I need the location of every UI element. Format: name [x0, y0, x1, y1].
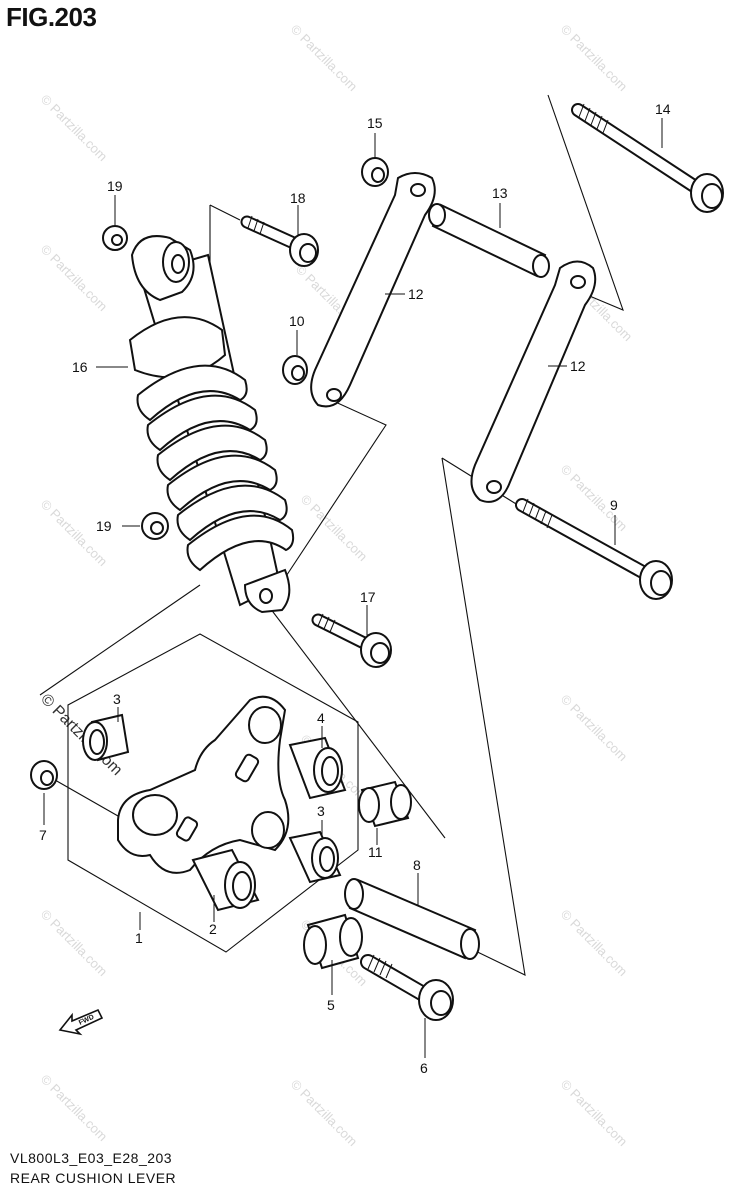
watermark: © Partzilla.com	[558, 907, 631, 980]
figure-title: FIG.203	[6, 2, 97, 32]
callout-19-top: 19	[107, 178, 123, 194]
callout-12-lower: 12	[570, 358, 586, 374]
bolt-6[interactable]	[360, 954, 454, 1021]
bolt-9[interactable]	[515, 498, 673, 600]
callout-14: 14	[655, 101, 671, 117]
bearing-2[interactable]	[191, 848, 260, 912]
watermark: © Partzilla.com	[38, 242, 111, 315]
callout-9: 9	[610, 497, 618, 513]
watermark: © Partzilla.com	[298, 492, 371, 565]
callout-3-left: 3	[113, 691, 121, 707]
bearing-3-left[interactable]	[82, 713, 130, 762]
callouts: 14 15 13 18 19 12 12 10 16 9 19 17 3 4 3…	[39, 101, 671, 1076]
callout-16: 16	[72, 359, 88, 375]
nut-7[interactable]	[30, 760, 58, 790]
bearing-3-right[interactable]	[288, 830, 342, 884]
nut-10[interactable]	[282, 355, 308, 385]
watermark: © Partzilla.com	[558, 692, 631, 765]
callout-11: 11	[368, 844, 383, 860]
nut-15[interactable]	[361, 157, 389, 187]
callout-12-upper: 12	[408, 286, 424, 302]
callout-8: 8	[413, 857, 421, 873]
watermarks: © Partzilla.com © Partzilla.com © Partzi…	[37, 22, 635, 1150]
watermark: © Partzilla.com	[38, 907, 111, 980]
link-12-lower[interactable]	[470, 260, 597, 503]
callout-1: 1	[135, 930, 143, 946]
spacer-13[interactable]	[428, 203, 550, 278]
callout-17: 18	[290, 190, 306, 206]
callout-3-right: 3	[317, 803, 325, 819]
callout-5: 5	[327, 997, 335, 1013]
cushion-lever-1[interactable]	[117, 695, 290, 874]
watermark: © Partzilla.com	[38, 92, 111, 165]
watermark: © Partzilla.com	[38, 1072, 111, 1145]
figure-code: VL800L3_E03_E28_203	[10, 1150, 173, 1166]
nut-19-top[interactable]	[102, 225, 128, 251]
fwd-arrow-icon: FWD	[58, 1008, 104, 1036]
callout-leaders	[43, 118, 663, 1058]
watermark: © Partzilla.com	[288, 22, 361, 95]
callout-2: 2	[209, 921, 217, 937]
nut-19-middle[interactable]	[141, 512, 169, 540]
watermark: © Partzilla.com	[558, 1077, 631, 1150]
watermark: © Partzilla.com	[288, 1077, 361, 1150]
bolt-18[interactable]	[311, 613, 392, 668]
callout-7: 7	[39, 827, 47, 843]
callout-18: 17	[360, 589, 376, 605]
spacer-11[interactable]	[358, 780, 412, 828]
callout-10: 10	[289, 313, 305, 329]
callout-19-middle: 19	[96, 518, 112, 534]
shock-absorber-16[interactable]	[128, 235, 295, 614]
callout-6: 6	[420, 1060, 428, 1076]
bearing-4[interactable]	[288, 736, 347, 800]
figure-name: REAR CUSHION LEVER	[10, 1170, 177, 1186]
bolt-17[interactable]	[240, 215, 319, 267]
link-12-upper[interactable]	[310, 172, 436, 408]
spacer-5[interactable]	[303, 913, 363, 970]
callout-13: 13	[492, 185, 508, 201]
callout-15: 15	[367, 115, 383, 131]
bolt-14[interactable]	[571, 103, 724, 213]
watermark: © Partzilla.com	[558, 22, 631, 95]
spacer-8[interactable]	[344, 878, 480, 960]
callout-4: 4	[317, 710, 325, 726]
